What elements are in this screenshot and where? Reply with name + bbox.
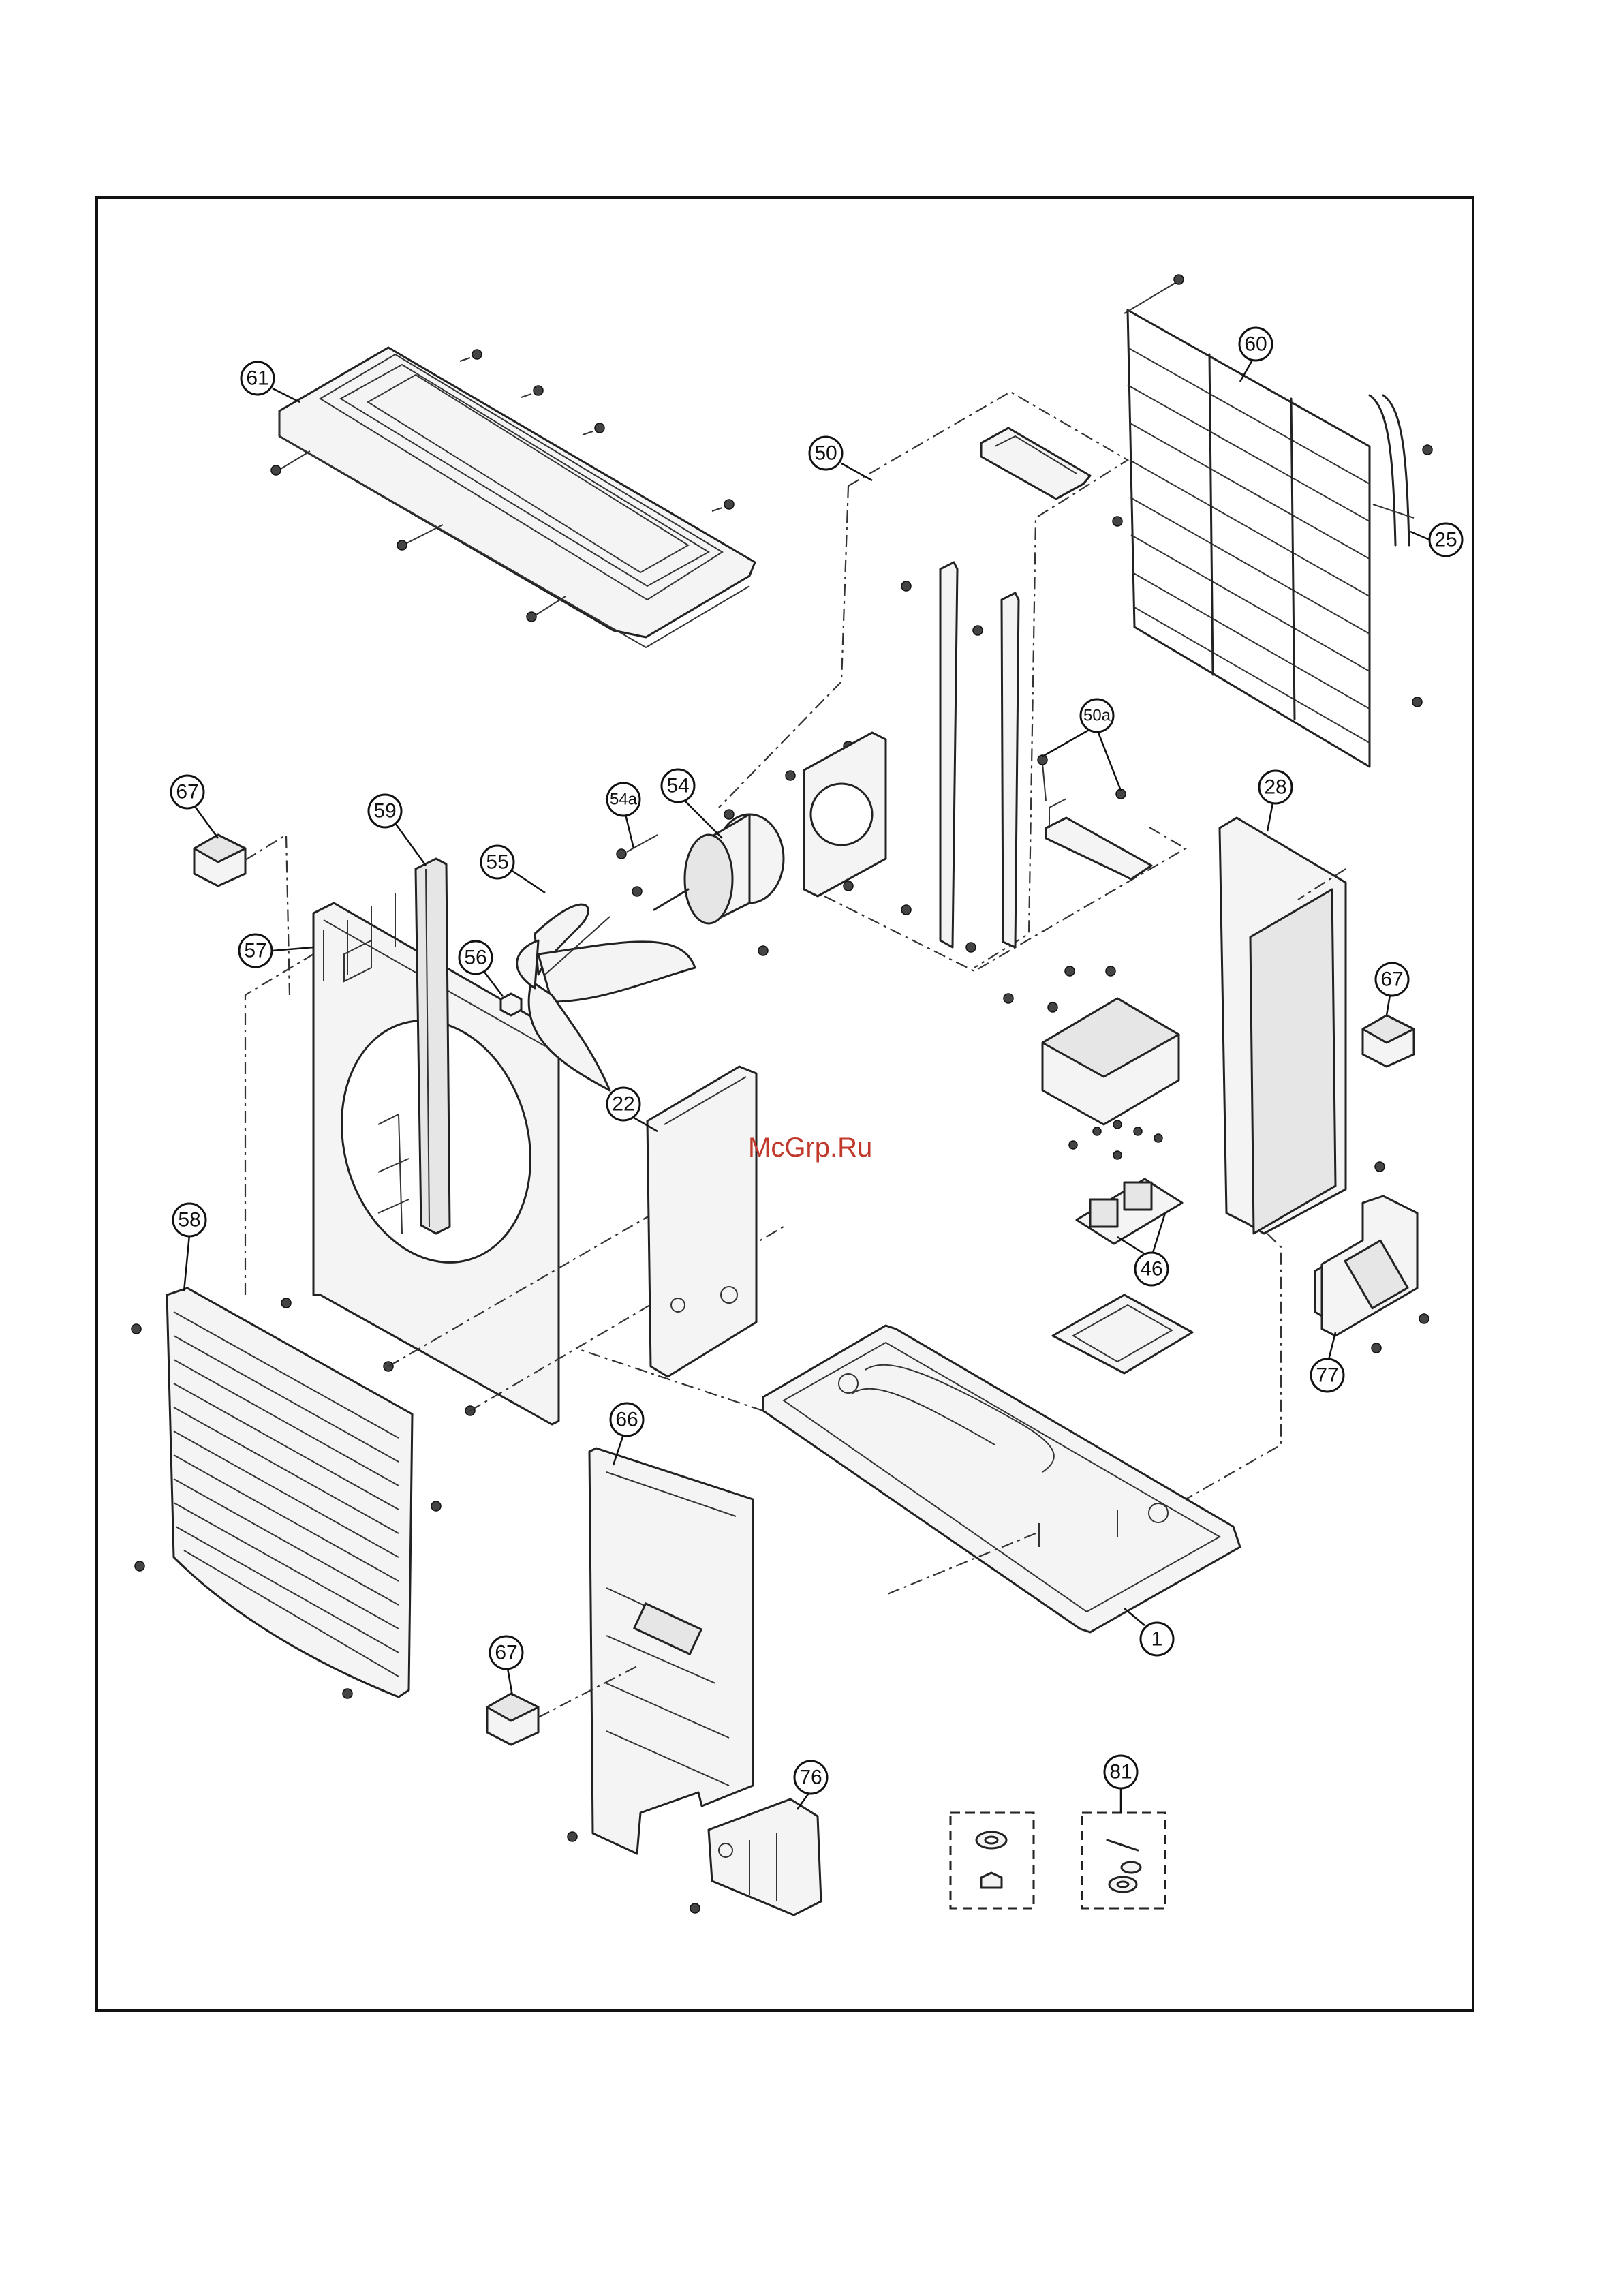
callout-67-right: 67 — [1376, 963, 1408, 1015]
svg-text:76: 76 — [799, 1766, 822, 1789]
callout-67-left: 67 — [171, 776, 218, 838]
svg-text:60: 60 — [1244, 333, 1267, 356]
svg-text:56: 56 — [464, 947, 486, 969]
callout-58: 58 — [173, 1204, 206, 1291]
svg-text:50a: 50a — [1083, 707, 1111, 725]
callout-50a: 50a — [1042, 699, 1121, 791]
part-54a-screw — [617, 835, 658, 859]
callout-81: 81 — [1104, 1756, 1137, 1813]
svg-text:81: 81 — [1109, 1761, 1132, 1784]
callout-76: 76 — [794, 1761, 827, 1809]
part-66-front-side-panel — [568, 1448, 753, 1854]
svg-text:57: 57 — [244, 940, 266, 962]
callout-25: 25 — [1410, 523, 1462, 556]
part-56-nut — [501, 994, 521, 1015]
callout-55: 55 — [481, 846, 545, 893]
svg-text:67: 67 — [176, 781, 198, 803]
callout-1: 1 — [1124, 1608, 1173, 1655]
svg-text:67: 67 — [495, 1642, 517, 1664]
svg-text:58: 58 — [178, 1209, 200, 1231]
svg-text:77: 77 — [1316, 1364, 1338, 1387]
svg-text:67: 67 — [1380, 968, 1403, 991]
callout-61: 61 — [241, 362, 300, 402]
svg-text:61: 61 — [246, 367, 268, 390]
callout-54: 54 — [662, 769, 722, 838]
callout-77: 77 — [1311, 1332, 1344, 1392]
svg-text:55: 55 — [486, 851, 508, 874]
svg-text:54a: 54a — [610, 791, 638, 809]
part-76-corner-cover — [690, 1799, 821, 1915]
svg-text:50: 50 — [814, 442, 837, 465]
part-accessory-kit-1 — [950, 1813, 1034, 1908]
part-61-top-panel — [271, 348, 755, 647]
svg-text:54: 54 — [666, 775, 689, 797]
callout-60: 60 — [1239, 328, 1272, 382]
part-28-side-panel — [1186, 818, 1346, 1499]
part-50-bracket-frame — [719, 392, 1186, 971]
part-22-partition-plate — [647, 1067, 756, 1377]
callout-50: 50 — [809, 437, 872, 480]
callout-67-bottom: 67 — [490, 1636, 523, 1696]
callout-57: 57 — [239, 934, 313, 967]
svg-text:46: 46 — [1140, 1258, 1162, 1281]
part-67-cap-left — [194, 835, 290, 995]
svg-text:59: 59 — [373, 800, 396, 823]
svg-text:25: 25 — [1434, 529, 1457, 551]
part-81-accessory-kit-2 — [1082, 1813, 1165, 1908]
callout-54a: 54a — [607, 783, 640, 848]
part-46-electrical-components — [1004, 966, 1192, 1373]
callout-59: 59 — [369, 795, 426, 866]
svg-text:28: 28 — [1264, 776, 1286, 799]
svg-text:22: 22 — [612, 1093, 634, 1116]
callout-28: 28 — [1259, 771, 1292, 831]
part-59-support-channel — [416, 859, 450, 1234]
svg-text:66: 66 — [615, 1409, 638, 1431]
watermark-text: McGrp.Ru — [748, 1133, 872, 1163]
part-50a-small-bracket — [1038, 755, 1151, 879]
part-67-cap-right — [1363, 1015, 1414, 1067]
svg-text:1: 1 — [1151, 1628, 1163, 1651]
